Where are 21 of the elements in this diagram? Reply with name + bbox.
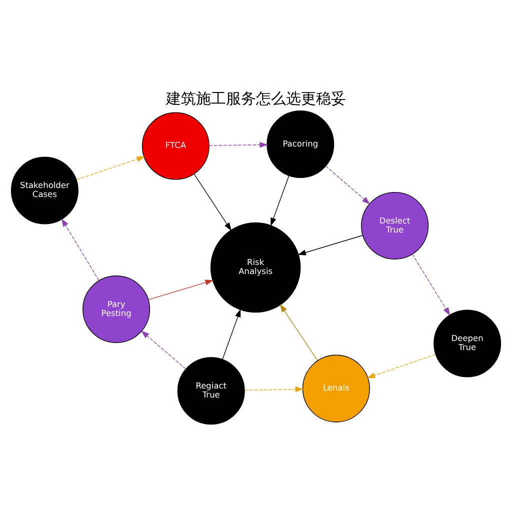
arrow — [412, 253, 450, 316]
diagram-title: 建筑施工服务怎么选更稳妥 — [166, 89, 346, 108]
node-circle: Stakeholder Cases — [10, 156, 78, 224]
arrow — [244, 386, 304, 392]
arrow — [140, 330, 186, 369]
node-circle: Deepen True — [434, 309, 502, 377]
arrow — [222, 308, 241, 359]
arrow — [280, 304, 318, 360]
arrow — [208, 141, 268, 148]
node-circle: FTCA — [142, 112, 210, 180]
node-circle: Lenals — [302, 354, 370, 422]
arrow — [61, 218, 100, 280]
node-circle: Regiact True — [177, 356, 245, 424]
node-circle: Pacoring — [266, 110, 334, 178]
arrow — [270, 174, 290, 226]
arrow — [298, 234, 364, 255]
arrow — [366, 354, 436, 378]
arrow — [148, 279, 214, 300]
arrow — [325, 165, 370, 204]
arrow — [194, 173, 232, 230]
arrow — [76, 156, 146, 180]
